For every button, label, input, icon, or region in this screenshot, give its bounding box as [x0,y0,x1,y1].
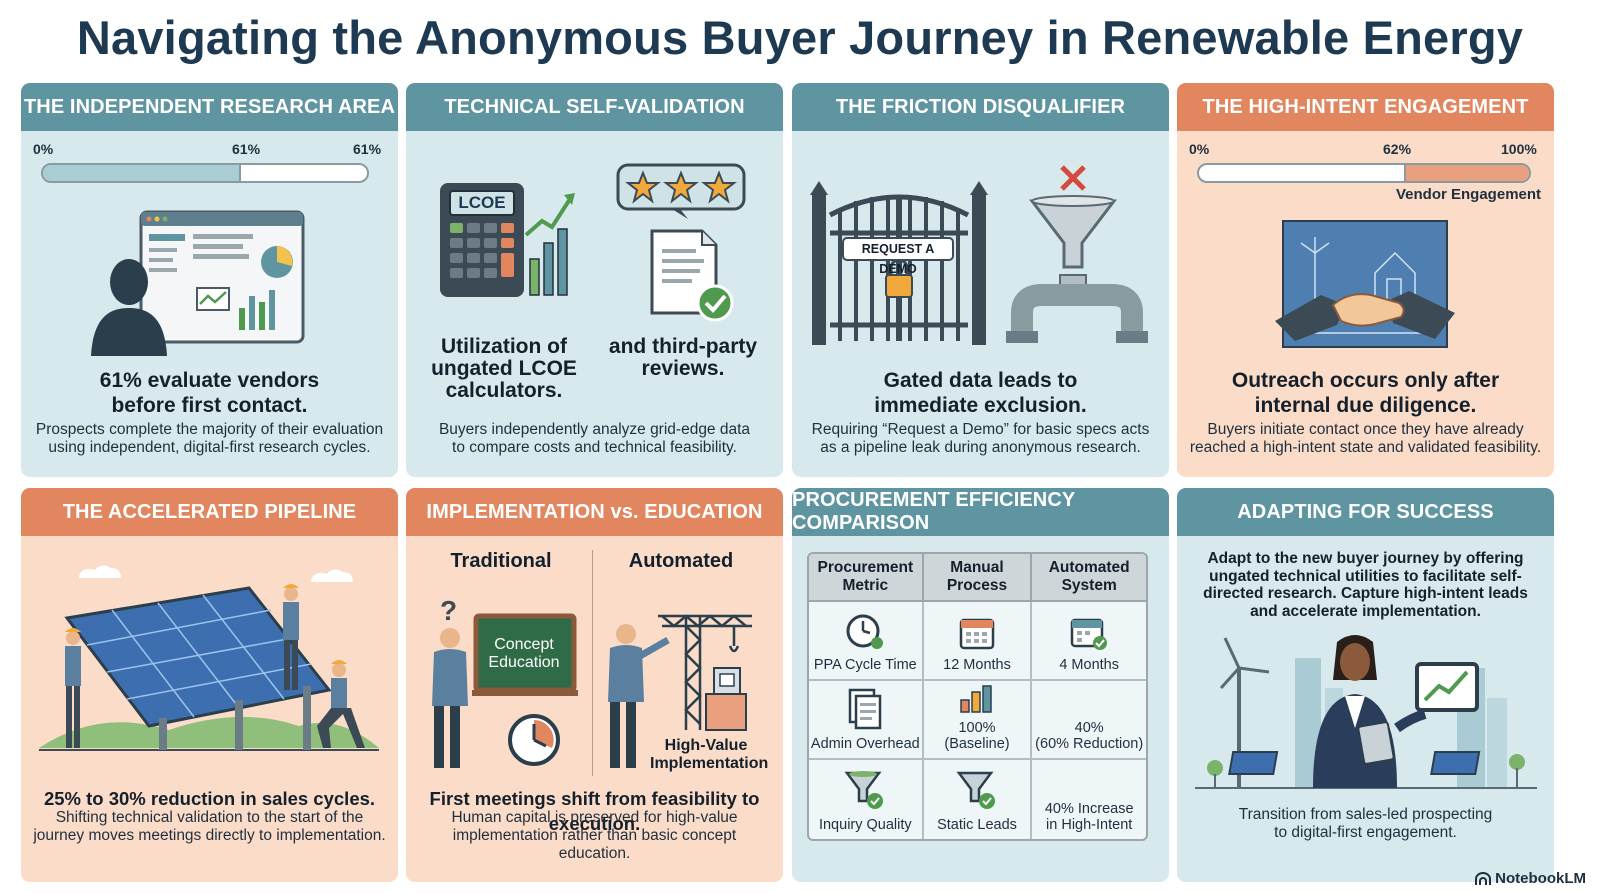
traditional-title: Traditional [450,550,552,572]
card-friction-disqualifier: THE FRICTION DISQUALIFIER REQUEST A DEMO… [792,83,1169,477]
solar-installation-illustration [39,565,379,751]
pipeline-headline: 25% to 30% reduction in sales cycles. [43,788,376,809]
bar-end-label: 61% [353,141,382,157]
card-technical-self-validation: TECHNICAL SELF-VALIDATION LCOE Utilizati… [406,83,783,477]
implementation-headline: First meetings shift from feasibility to… [429,788,760,834]
notebooklm-logo-icon [1475,871,1492,885]
metric-label: Inquiry Quality [818,817,912,833]
metric-cell: Inquiry Quality [809,760,924,839]
research-body: Prospects complete the majority of their… [35,421,384,456]
card-independent-research: THE INDEPENDENT RESEARCH AREA 0% 61% 61%… [21,83,398,477]
calendar-icon [959,618,995,650]
request-demo-sign: REQUEST A DEMO [842,237,954,276]
concept-education-board-text: Concept Education [488,636,560,671]
table-row: Admin Overhead 100% (Baseline) 40% (60% … [809,681,1146,760]
column-header: Procurement Metric [809,554,924,600]
handshake-blueprint-illustration [1275,220,1455,348]
traditional-classroom-illustration: ? [432,596,578,768]
automated-title: Automated [628,550,734,572]
validation-body: Buyers independently analyze grid-edge d… [438,421,751,456]
manual-cell: 12 Months [924,602,1033,679]
card-header: PROCUREMENT EFFICIENCY COMPARISON [792,488,1169,536]
card-adapting-for-success: ADAPTING FOR SUCCESS Adapt to the new bu… [1177,488,1554,882]
card-implementation-vs-education: IMPLEMENTATION vs. EDUCATION Traditional… [406,488,783,882]
automated-value: 40% Increase in High-Intent [1044,801,1134,833]
bar-end-label: 100% [1501,141,1537,157]
funnel-check-icon [956,771,995,809]
column-header: Manual Process [924,554,1033,600]
leaking-funnel-pipe-icon [1006,165,1148,343]
pipeline-body: Shifting technical validation to the sta… [33,809,386,844]
implementation-body: Human capital is preserved for high-valu… [451,809,738,862]
friction-body: Requiring “Request a Demo” for basic spe… [811,421,1150,456]
card-header: THE FRICTION DISQUALIFIER [792,83,1169,131]
research-headline: 61% evaluate vendors before first contac… [99,369,320,417]
engagement-body: Buyers initiate contact once they have a… [1189,421,1542,456]
table-row: PPA Cycle Time 12 Months 4 Months [809,602,1146,681]
researcher-illustration [91,210,305,356]
card-accelerated-pipeline: THE ACCELERATED PIPELINE 25% to 30% redu… [21,488,398,882]
calculator-label: LCOE [458,193,506,212]
engagement-headline: Outreach occurs only after internal due … [1231,369,1500,417]
card-header: IMPLEMENTATION vs. EDUCATION [406,488,783,536]
lcoe-calculator-icon [440,183,575,297]
card-header: THE INDEPENDENT RESEARCH AREA [21,83,398,131]
locked-gate-icon [810,181,988,345]
clock-icon [846,614,884,649]
metric-label: PPA Cycle Time [813,657,917,673]
validation-left-headline: Utilization of ungated LCOE calculators. [431,335,577,402]
table-header-row: Procurement Metric Manual Process Automa… [809,554,1146,602]
bar-chart-icon [960,685,992,713]
automated-cell: 4 Months [1032,602,1146,679]
metric-cell: Admin Overhead [809,681,924,758]
high-value-implementation-label: High-Value Implementation [650,737,769,772]
manual-value: 100% (Baseline) [944,720,1010,752]
bar-mid-label: 61% [232,141,261,157]
card-header: TECHNICAL SELF-VALIDATION [406,83,783,131]
manual-cell: 100% (Baseline) [924,681,1033,758]
metric-cell: PPA Cycle Time [809,602,924,679]
metric-label: Admin Overhead [810,736,920,752]
reviews-stars-icon [616,163,746,322]
brand-label: NotebookLM [1495,870,1586,887]
manual-value: Static Leads [937,817,1017,833]
card-header: THE HIGH-INTENT ENGAGEMENT [1177,83,1554,131]
page-title: Navigating the Anonymous Buyer Journey i… [76,11,1524,64]
svg-text:?: ? [440,596,457,626]
manual-cell: Static Leads [924,760,1033,839]
automated-value: 4 Months [1059,657,1119,673]
card-header: THE ACCELERATED PIPELINE [21,488,398,536]
research-progress-bar [41,163,369,183]
bar-start-label: 0% [1189,141,1210,157]
validation-right-headline: and third-party reviews. [608,335,758,380]
notebooklm-brand: NotebookLM [1475,870,1586,887]
card-procurement-efficiency: PROCUREMENT EFFICIENCY COMPARISON Procur… [792,488,1169,882]
calendar-check-icon [1070,618,1108,650]
automated-construction-illustration [608,614,752,768]
table-row: Inquiry Quality Static Leads 40% Increas… [809,760,1146,839]
success-body: Transition from sales-led prospecting to… [1238,806,1493,841]
bar-mid-label: 62% [1383,141,1412,157]
friction-headline: Gated data leads to immediate exclusion. [874,369,1087,417]
bar-start-label: 0% [33,141,54,157]
procurement-table: Procurement Metric Manual Process Automa… [807,552,1148,841]
funnel-check-icon [844,771,884,809]
column-divider [592,550,593,776]
professional-with-tablet-illustration [1195,635,1537,789]
card-high-intent-engagement: THE HIGH-INTENT ENGAGEMENT 0% 62% 100% V… [1177,83,1554,477]
column-header: Automated System [1048,559,1130,594]
success-headline: Adapt to the new buyer journey by offeri… [1203,550,1528,620]
manual-value: 12 Months [943,657,1011,673]
card-header: ADAPTING FOR SUCCESS [1177,488,1554,536]
automated-value: 40% (60% Reduction) [1035,720,1144,752]
automated-cell: 40% Increase in High-Intent [1032,760,1146,839]
automated-cell: 40% (60% Reduction) [1032,681,1146,758]
engagement-progress-bar [1197,163,1531,183]
research-progress-fill [43,165,241,181]
documents-icon [849,688,882,730]
vendor-engagement-label: Vendor Engagement [1396,186,1542,203]
engagement-segment-fill [1403,165,1529,181]
